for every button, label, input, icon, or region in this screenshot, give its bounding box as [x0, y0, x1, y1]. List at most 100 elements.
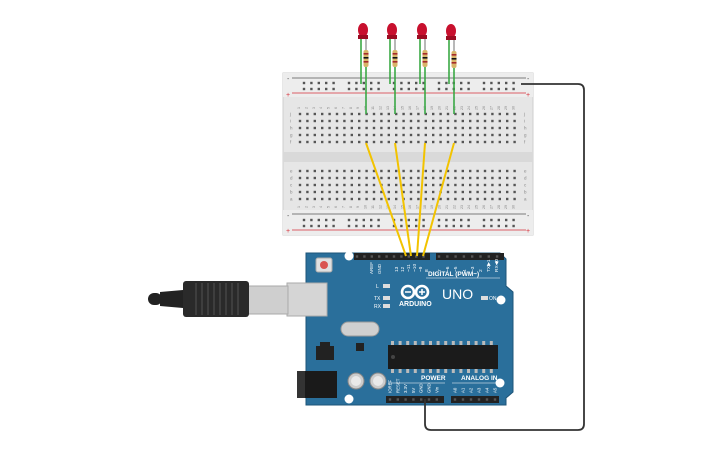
hole-c24[interactable] — [469, 183, 472, 187]
hole-c16[interactable] — [409, 183, 413, 187]
hole-e15[interactable] — [402, 169, 405, 173]
hole-d23[interactable] — [461, 176, 464, 180]
hole-f26[interactable] — [483, 140, 487, 144]
hole-a22[interactable] — [454, 197, 457, 201]
hole-f25[interactable] — [476, 140, 479, 144]
digital-pin-hole[interactable] — [454, 255, 457, 258]
hole-g29[interactable] — [506, 133, 509, 137]
hole-a28[interactable] — [498, 197, 501, 201]
hole-j19[interactable] — [432, 112, 435, 116]
led-2[interactable] — [387, 23, 398, 114]
rail-hole[interactable] — [505, 218, 508, 222]
usb-cable-icon[interactable] — [148, 281, 289, 317]
rail-hole[interactable] — [467, 218, 470, 222]
rail-hole[interactable] — [460, 81, 463, 85]
hole-j4[interactable] — [321, 112, 324, 116]
analog-pin-hole[interactable] — [477, 398, 481, 401]
rail-hole[interactable] — [347, 224, 351, 228]
rail-hole[interactable] — [490, 87, 493, 91]
hole-d4[interactable] — [321, 176, 324, 180]
hole-g2[interactable] — [306, 133, 309, 137]
hole-h17[interactable] — [417, 126, 420, 130]
terminal-holes-bottom[interactable] — [298, 169, 516, 201]
hole-c22[interactable] — [454, 183, 457, 187]
hole-i27[interactable] — [491, 119, 494, 123]
hole-j7[interactable] — [343, 112, 346, 116]
hole-j2[interactable] — [306, 112, 309, 116]
rail-hole[interactable] — [310, 218, 313, 222]
hole-d24[interactable] — [469, 176, 472, 180]
hole-d29[interactable] — [506, 176, 509, 180]
hole-b14[interactable] — [395, 190, 398, 194]
rail-hole[interactable] — [422, 81, 425, 85]
hole-j30[interactable] — [513, 112, 516, 116]
hole-b1[interactable] — [298, 190, 302, 194]
hole-c27[interactable] — [491, 183, 494, 187]
hole-f8[interactable] — [350, 140, 353, 144]
hole-f12[interactable] — [380, 140, 383, 144]
power-pin-hole[interactable] — [388, 398, 392, 401]
hole-a6[interactable] — [335, 197, 339, 201]
hole-c17[interactable] — [417, 183, 420, 187]
hole-i29[interactable] — [506, 119, 509, 123]
hole-e28[interactable] — [498, 169, 501, 173]
analog-header[interactable] — [451, 396, 499, 403]
hole-b12[interactable] — [380, 190, 383, 194]
hole-b16[interactable] — [409, 190, 413, 194]
rail-hole[interactable] — [317, 81, 320, 85]
hole-h28[interactable] — [498, 126, 501, 130]
hole-a10[interactable] — [365, 197, 368, 201]
rail-hole[interactable] — [437, 87, 441, 91]
hole-j20[interactable] — [439, 112, 442, 116]
hole-e11[interactable] — [372, 169, 376, 173]
hole-f18[interactable] — [424, 140, 427, 144]
hole-j25[interactable] — [476, 112, 479, 116]
hole-d11[interactable] — [372, 176, 376, 180]
hole-b15[interactable] — [402, 190, 405, 194]
rail-hole[interactable] — [377, 224, 380, 228]
hole-a30[interactable] — [513, 197, 516, 201]
hole-f6[interactable] — [335, 140, 339, 144]
rail-hole[interactable] — [310, 81, 313, 85]
rail-hole[interactable] — [325, 81, 328, 85]
hole-e18[interactable] — [424, 169, 427, 173]
hole-i14[interactable] — [395, 119, 398, 123]
power-pin-hole[interactable] — [435, 398, 438, 401]
digital-pin-hole[interactable] — [479, 255, 482, 258]
hole-j28[interactable] — [498, 112, 501, 116]
hole-c28[interactable] — [498, 183, 501, 187]
hole-h5[interactable] — [328, 126, 331, 130]
hole-g21[interactable] — [446, 133, 450, 137]
hole-f15[interactable] — [402, 140, 405, 144]
hole-g7[interactable] — [343, 133, 346, 137]
hole-b26[interactable] — [483, 190, 487, 194]
dc-power-jack[interactable] — [297, 371, 337, 398]
hole-i11[interactable] — [372, 119, 376, 123]
hole-h25[interactable] — [476, 126, 479, 130]
rail-hole[interactable] — [437, 224, 441, 228]
hole-g26[interactable] — [483, 133, 487, 137]
rail-hole[interactable] — [302, 218, 306, 222]
hole-c3[interactable] — [313, 183, 316, 187]
power-header[interactable] — [386, 396, 444, 403]
rail-hole[interactable] — [332, 218, 335, 222]
hole-g4[interactable] — [321, 133, 324, 137]
rail-hole[interactable] — [310, 87, 313, 91]
rail-hole[interactable] — [467, 81, 470, 85]
hole-d12[interactable] — [380, 176, 383, 180]
hole-e2[interactable] — [306, 169, 309, 173]
hole-i26[interactable] — [483, 119, 487, 123]
hole-f19[interactable] — [432, 140, 435, 144]
digital-pin-hole[interactable] — [407, 255, 410, 258]
hole-e23[interactable] — [461, 169, 464, 173]
hole-g8[interactable] — [350, 133, 353, 137]
hole-j29[interactable] — [506, 112, 509, 116]
rail-hole[interactable] — [415, 218, 418, 222]
hole-i21[interactable] — [446, 119, 450, 123]
hole-e22[interactable] — [454, 169, 457, 173]
rail-hole[interactable] — [355, 81, 358, 85]
wire-pin-11[interactable] — [416, 142, 426, 257]
digital-pin-hole[interactable] — [495, 255, 499, 258]
digital-pin-holes[interactable] — [355, 255, 499, 258]
